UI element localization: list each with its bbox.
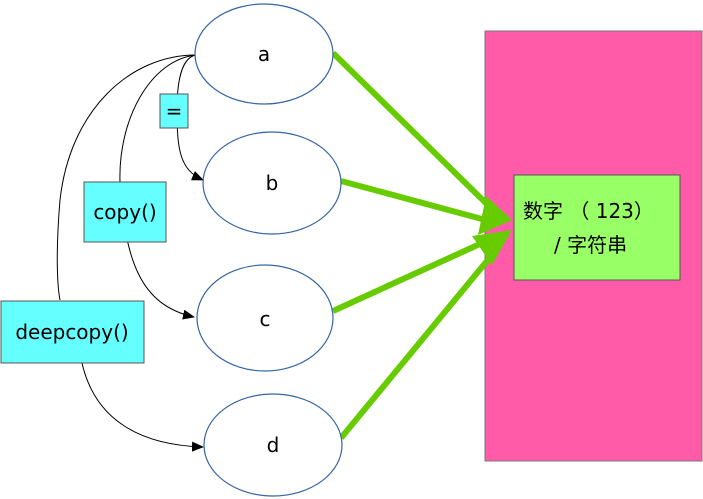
arrowhead-top <box>478 196 512 235</box>
value-box <box>513 174 681 281</box>
arrow-d-to-value <box>338 248 499 440</box>
copy-label: copy() <box>93 200 156 224</box>
node-c-label: c <box>260 307 271 331</box>
deepcopy-label-box <box>0 300 145 364</box>
node-d <box>203 393 343 497</box>
deepcopy-label: deepcopy() <box>15 320 128 344</box>
node-b <box>202 131 342 235</box>
node-a-label: a <box>258 42 270 66</box>
connector-deepcopy <box>56 54 197 301</box>
arrowhead-bottom <box>472 230 512 265</box>
node-d-label: d <box>267 433 280 457</box>
arrow-c-to-value <box>331 235 495 314</box>
assign-label-box <box>159 93 189 129</box>
copy-label-box <box>83 181 167 243</box>
node-a <box>194 3 334 105</box>
node-c <box>196 264 334 372</box>
value-box-line2: / 字符串 <box>554 233 627 257</box>
node-b-label: b <box>266 171 279 195</box>
value-box-line1: 数字 （ 123） <box>523 199 654 223</box>
connector-deepcopy-down <box>81 362 204 452</box>
arrow-a-to-value <box>330 50 498 215</box>
reference-arrows <box>330 50 499 440</box>
assign-label: = <box>166 99 183 123</box>
arrow-b-to-value <box>340 178 494 225</box>
